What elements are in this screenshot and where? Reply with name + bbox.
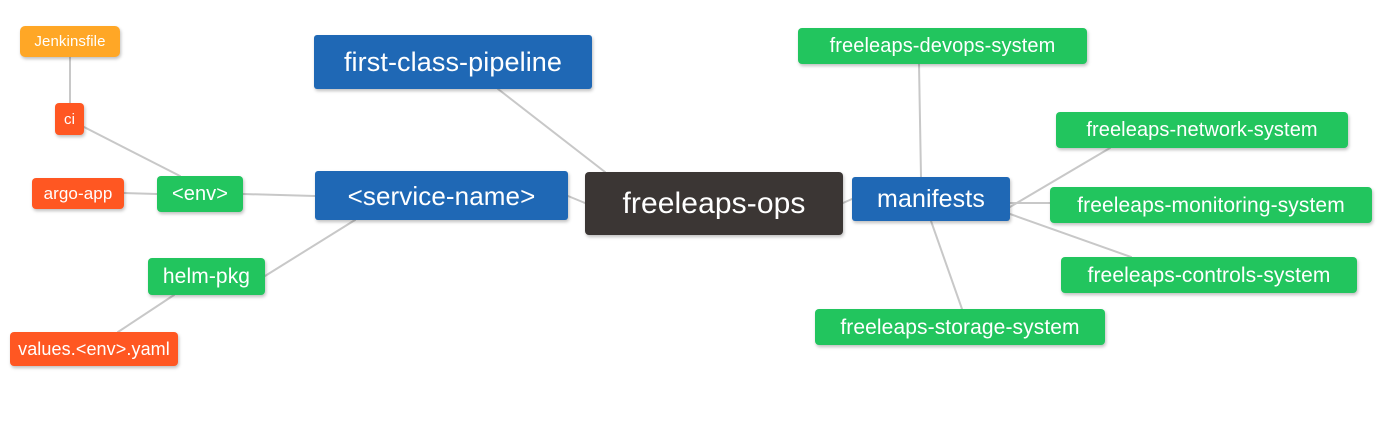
node-label-network: freeleaps-network-system — [1086, 119, 1318, 141]
node-label-ci: ci — [63, 110, 76, 128]
edge-service-to-helm — [264, 219, 356, 277]
edge-root-to-pipeline — [497, 88, 606, 173]
node-label-devops: freeleaps-devops-system — [829, 35, 1056, 57]
node-label-root: freeleaps-ops — [622, 186, 806, 220]
node-label-storage: freeleaps-storage-system — [840, 315, 1080, 339]
node-env[interactable]: <env> — [157, 176, 243, 212]
node-label-env: <env> — [171, 183, 229, 205]
node-label-pipeline: first-class-pipeline — [343, 46, 563, 77]
edge-manifests-to-devops — [918, 63, 922, 178]
node-helm[interactable]: helm-pkg — [148, 258, 265, 295]
node-label-argo: argo-app — [43, 184, 113, 203]
node-devops[interactable]: freeleaps-devops-system — [798, 28, 1087, 64]
node-root[interactable]: freeleaps-ops — [585, 172, 843, 235]
node-ci[interactable]: ci — [55, 103, 84, 135]
node-storage[interactable]: freeleaps-storage-system — [815, 309, 1105, 345]
edge-manifests-to-storage — [930, 220, 963, 310]
node-label-service: <service-name> — [347, 180, 536, 211]
node-label-jenkinsfile: Jenkinsfile — [34, 33, 106, 50]
node-label-monitoring: freeleaps-monitoring-system — [1077, 193, 1345, 217]
edge-root-to-service — [567, 195, 586, 204]
node-controls[interactable]: freeleaps-controls-system — [1061, 257, 1357, 293]
node-label-helm: helm-pkg — [162, 265, 251, 288]
node-jenkinsfile[interactable]: Jenkinsfile — [20, 26, 120, 57]
edge-env-to-argo — [123, 192, 158, 195]
edge-service-to-env — [242, 193, 316, 197]
node-pipeline[interactable]: first-class-pipeline — [314, 35, 592, 89]
edge-helm-to-values — [117, 294, 175, 333]
node-monitoring[interactable]: freeleaps-monitoring-system — [1050, 187, 1372, 223]
node-argo[interactable]: argo-app — [32, 178, 124, 209]
edge-root-to-manifests — [842, 198, 853, 204]
node-values[interactable]: values.<env>.yaml — [10, 332, 178, 366]
node-label-values: values.<env>.yaml — [18, 339, 170, 359]
node-service[interactable]: <service-name> — [315, 171, 568, 220]
edge-env-to-ci — [83, 126, 181, 177]
node-network[interactable]: freeleaps-network-system — [1056, 112, 1348, 148]
node-manifests[interactable]: manifests — [852, 177, 1010, 221]
node-label-manifests: manifests — [877, 184, 985, 213]
node-label-controls: freeleaps-controls-system — [1087, 263, 1331, 287]
